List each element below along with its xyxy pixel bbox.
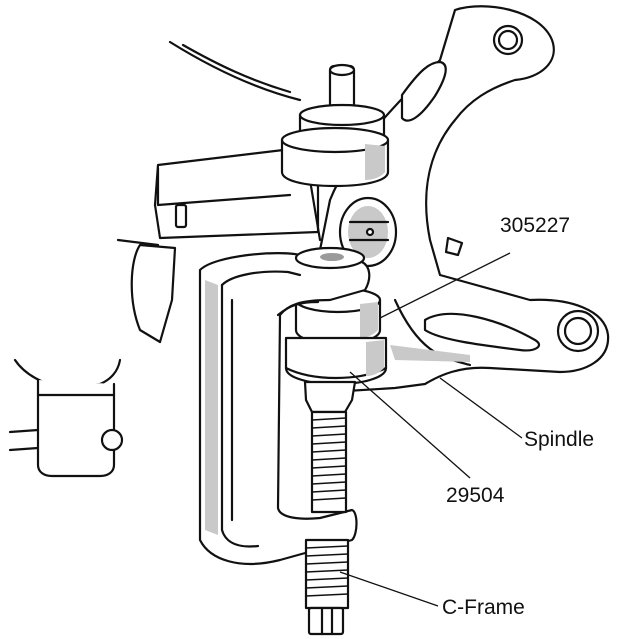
spindle-knuckle [318, 5, 610, 394]
adapter-29504 [284, 336, 388, 386]
leader-lines [339, 252, 523, 607]
strut-housing [8, 40, 322, 478]
leader-c-frame [339, 571, 439, 607]
leader-spindle [439, 377, 523, 439]
callout-29504: 29504 [446, 484, 505, 507]
leader-29504 [349, 371, 471, 479]
ball-joint-stud [280, 63, 390, 188]
callout-c-frame: C-Frame [442, 596, 525, 619]
adapter-305227 [294, 286, 382, 346]
callout-spindle: Spindle [524, 428, 594, 451]
c-frame-tool [198, 246, 371, 565]
leader-305227 [379, 252, 511, 319]
forcing-screw [303, 380, 357, 636]
callout-305227: 305227 [500, 214, 570, 237]
